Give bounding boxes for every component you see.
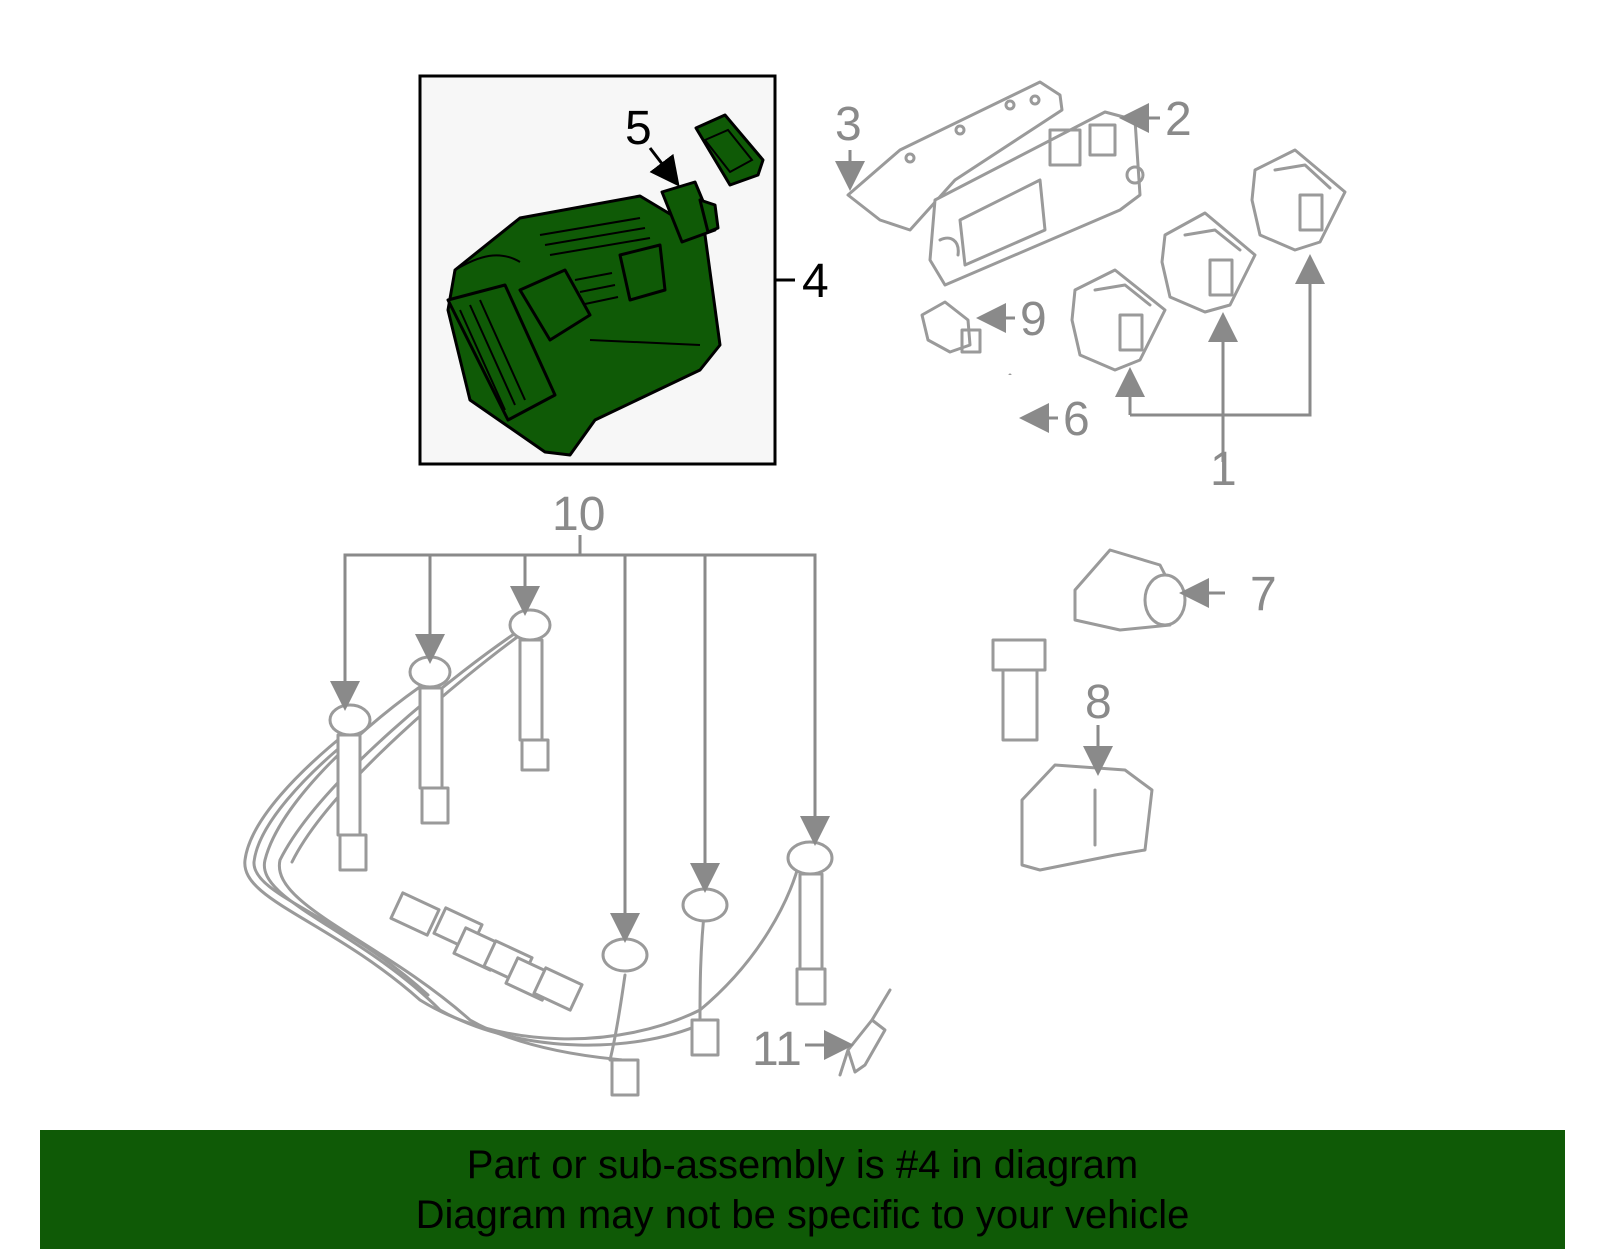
callout-2: 2 [1165, 93, 1192, 146]
callout-6: 6 [1063, 393, 1090, 446]
part-1-coil-c[interactable] [1250, 148, 1347, 252]
part-1-coil-b[interactable] [1160, 211, 1257, 314]
part-10-wire-set[interactable] [243, 608, 834, 1097]
part-6-sensor-cable[interactable] [868, 373, 1047, 742]
part-1-coil-a[interactable] [1070, 268, 1167, 372]
callout-11: 11 [752, 1023, 802, 1076]
callout-8: 8 [1085, 676, 1112, 729]
callout-7: 7 [1250, 568, 1277, 621]
callout-1: 1 [1210, 443, 1237, 496]
part-7-sensor[interactable] [1073, 548, 1187, 632]
part-5-prom-chip[interactable] [660, 113, 765, 244]
banner-line-2: Diagram may not be specific to your vehi… [415, 1193, 1190, 1237]
part-3-plate[interactable] [846, 80, 1064, 232]
callout-5: 5 [625, 102, 652, 155]
callout-10: 10 [552, 488, 605, 541]
part-2-ignition-module[interactable] [928, 110, 1145, 287]
part-4-control-module[interactable] [446, 194, 722, 457]
footer-banner: Part or sub-assembly is #4 in diagram Di… [40, 1130, 1565, 1249]
part-9-sensor[interactable] [920, 300, 982, 354]
part-8-bracket[interactable] [1020, 763, 1154, 872]
callout-9: 9 [1020, 293, 1047, 346]
callout-3: 3 [835, 98, 862, 151]
part-11-spark-plug[interactable] [838, 988, 892, 1077]
banner-line-1: Part or sub-assembly is #4 in diagram [466, 1143, 1139, 1187]
callout-4: 4 [802, 255, 829, 308]
